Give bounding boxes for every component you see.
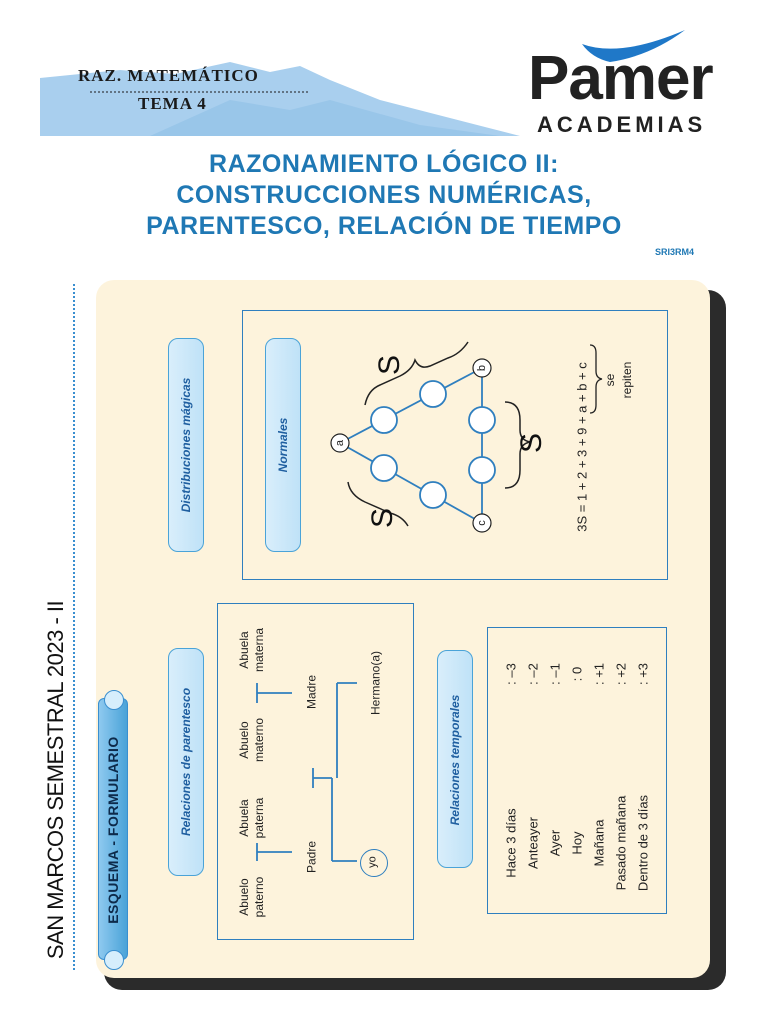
vertex-c-label: c [476, 520, 488, 526]
temporal-row-value-4: : +1 [591, 662, 607, 686]
abuelo-paterno-label: Abuelo paterno [237, 876, 266, 918]
yo-label: yo [366, 856, 379, 868]
abuelo-materno-label: Abuelo materno [237, 717, 266, 763]
category-parentesco-label: Relaciones de parentesco [179, 687, 193, 837]
temporal-row-label-5: Pasado mañana [613, 795, 629, 891]
magic-triangle-diagram [330, 341, 531, 533]
category-distribuciones-label: Distribuciones mágicas [179, 377, 193, 513]
brand-name: Pamer [528, 44, 714, 113]
brand-subtitle: ACADEMIAS [537, 112, 707, 137]
page-title-line-2: CONSTRUCCIONES NUMÉRICAS, [176, 181, 592, 209]
semester-label: SAN MARCOS SEMESTRAL 2023 - II [43, 600, 68, 960]
pamer-logo-swoosh [582, 30, 685, 62]
subcategory-normales-label: Normales [276, 417, 290, 473]
temporal-row-label-0: Hace 3 días [503, 808, 519, 878]
header-mountain-banner [40, 62, 520, 136]
vertex-b-label: b [476, 364, 488, 372]
family-tree-lines [256, 682, 357, 862]
temporal-row-value-6: : +3 [635, 662, 651, 686]
temporal-row-label-6: Dentro de 3 días [635, 794, 651, 892]
temporal-row-label-2: Ayer [547, 829, 563, 857]
document-code: SRI3RM4 [655, 247, 695, 257]
side-dotted-line [73, 284, 75, 970]
sum-label-top: S [373, 354, 406, 376]
abuela-paterna-label: Abuela paterna [237, 797, 266, 839]
category-pill-distribuciones [168, 338, 204, 552]
page-title-line-3: PARENTESCO, RELACIÓN DE TIEMPO [146, 212, 622, 240]
magic-triangle-box [242, 310, 668, 580]
category-pill-temporales [437, 650, 473, 868]
repeat-label-line-2: repiten [620, 361, 634, 399]
temporal-row-value-5: : +2 [613, 662, 629, 686]
category-pill-parentesco [168, 648, 204, 876]
sum-label-left: S [366, 507, 399, 529]
schema-tab-knob-top [104, 690, 124, 710]
temporal-row-label-1: Anteayer [525, 816, 541, 870]
hermano-label: Hermano(a) [368, 650, 383, 716]
temporal-row-value-2: : –1 [547, 663, 563, 685]
abuela-materna-label: Abuela materna [237, 627, 266, 673]
padre-label: Padre [304, 840, 319, 874]
topic-label: TEMA 4 [138, 94, 207, 113]
temporal-row-value-0: : –3 [503, 663, 519, 685]
temporal-row-value-1: : –2 [525, 663, 541, 685]
temporal-row-label-3: Hoy [569, 831, 585, 855]
subject-label: RAZ. MATEMÁTICO [78, 66, 259, 85]
temporal-row-label-4: Mañana [591, 819, 607, 867]
page-title-line-1: RAZONAMIENTO LÓGICO II: [209, 150, 559, 178]
family-tree-box [217, 603, 414, 940]
subcategory-pill-normales [265, 338, 301, 552]
repeat-brace [589, 344, 603, 414]
vertex-a-label: a [334, 439, 346, 447]
schema-tab-knob-bottom [104, 950, 124, 970]
temporal-relations-box [487, 627, 667, 914]
yo-node [360, 849, 388, 877]
schema-tab-label: ESQUEMA - FORMULARIO [105, 736, 121, 924]
category-temporales-label: Relaciones temporales [448, 694, 462, 826]
sum-label-right: S [515, 432, 548, 454]
temporal-row-value-3: : 0 [569, 666, 585, 682]
madre-label: Madre [304, 674, 319, 710]
repeat-label-line-1: se [603, 373, 617, 387]
